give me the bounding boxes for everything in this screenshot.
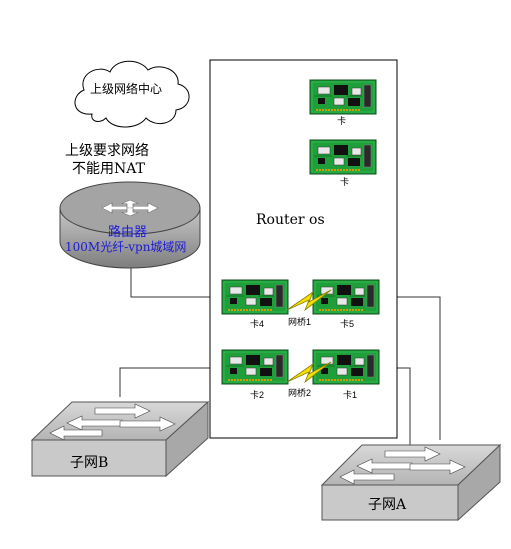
cloud-label: 上级网络中心 <box>90 81 162 96</box>
switch-a-icon <box>320 443 502 522</box>
nic-top-1-label: 卡 <box>337 115 346 126</box>
link-card2-subnet-b <box>119 367 222 397</box>
router-os-title: Router os <box>256 212 325 228</box>
nic-top-2-label: 卡 <box>340 176 349 187</box>
gateway-label-1: 路由器 <box>108 224 147 240</box>
note-line-2: 不能用NAT <box>72 161 146 177</box>
link-gateway-card4 <box>130 268 222 298</box>
nic-top-1 <box>309 79 377 115</box>
gateway-label-2: 100M光纤-vpn城域网 <box>65 240 186 254</box>
card5-label: 卡5 <box>340 318 354 329</box>
bridge2-label: 网桥2 <box>288 387 311 398</box>
nic-card2 <box>221 349 289 385</box>
card2-label: 卡2 <box>250 389 264 400</box>
note-line-1: 上级要求网络 <box>65 143 149 159</box>
nic-card4 <box>221 279 289 315</box>
bridge1-label: 网桥1 <box>288 316 311 327</box>
nic-top-2 <box>309 139 377 175</box>
subnet-b-label: 子网B <box>70 455 108 471</box>
switch-b-icon <box>30 400 210 478</box>
card4-label: 卡4 <box>250 318 264 329</box>
nic-card5 <box>312 279 380 315</box>
link-card5-subnet-a <box>380 296 441 440</box>
subnet-a-label: 子网A <box>368 497 407 513</box>
cloud-icon <box>74 60 190 128</box>
card1-label: 卡1 <box>343 389 357 400</box>
gateway-router-icon <box>59 181 201 269</box>
